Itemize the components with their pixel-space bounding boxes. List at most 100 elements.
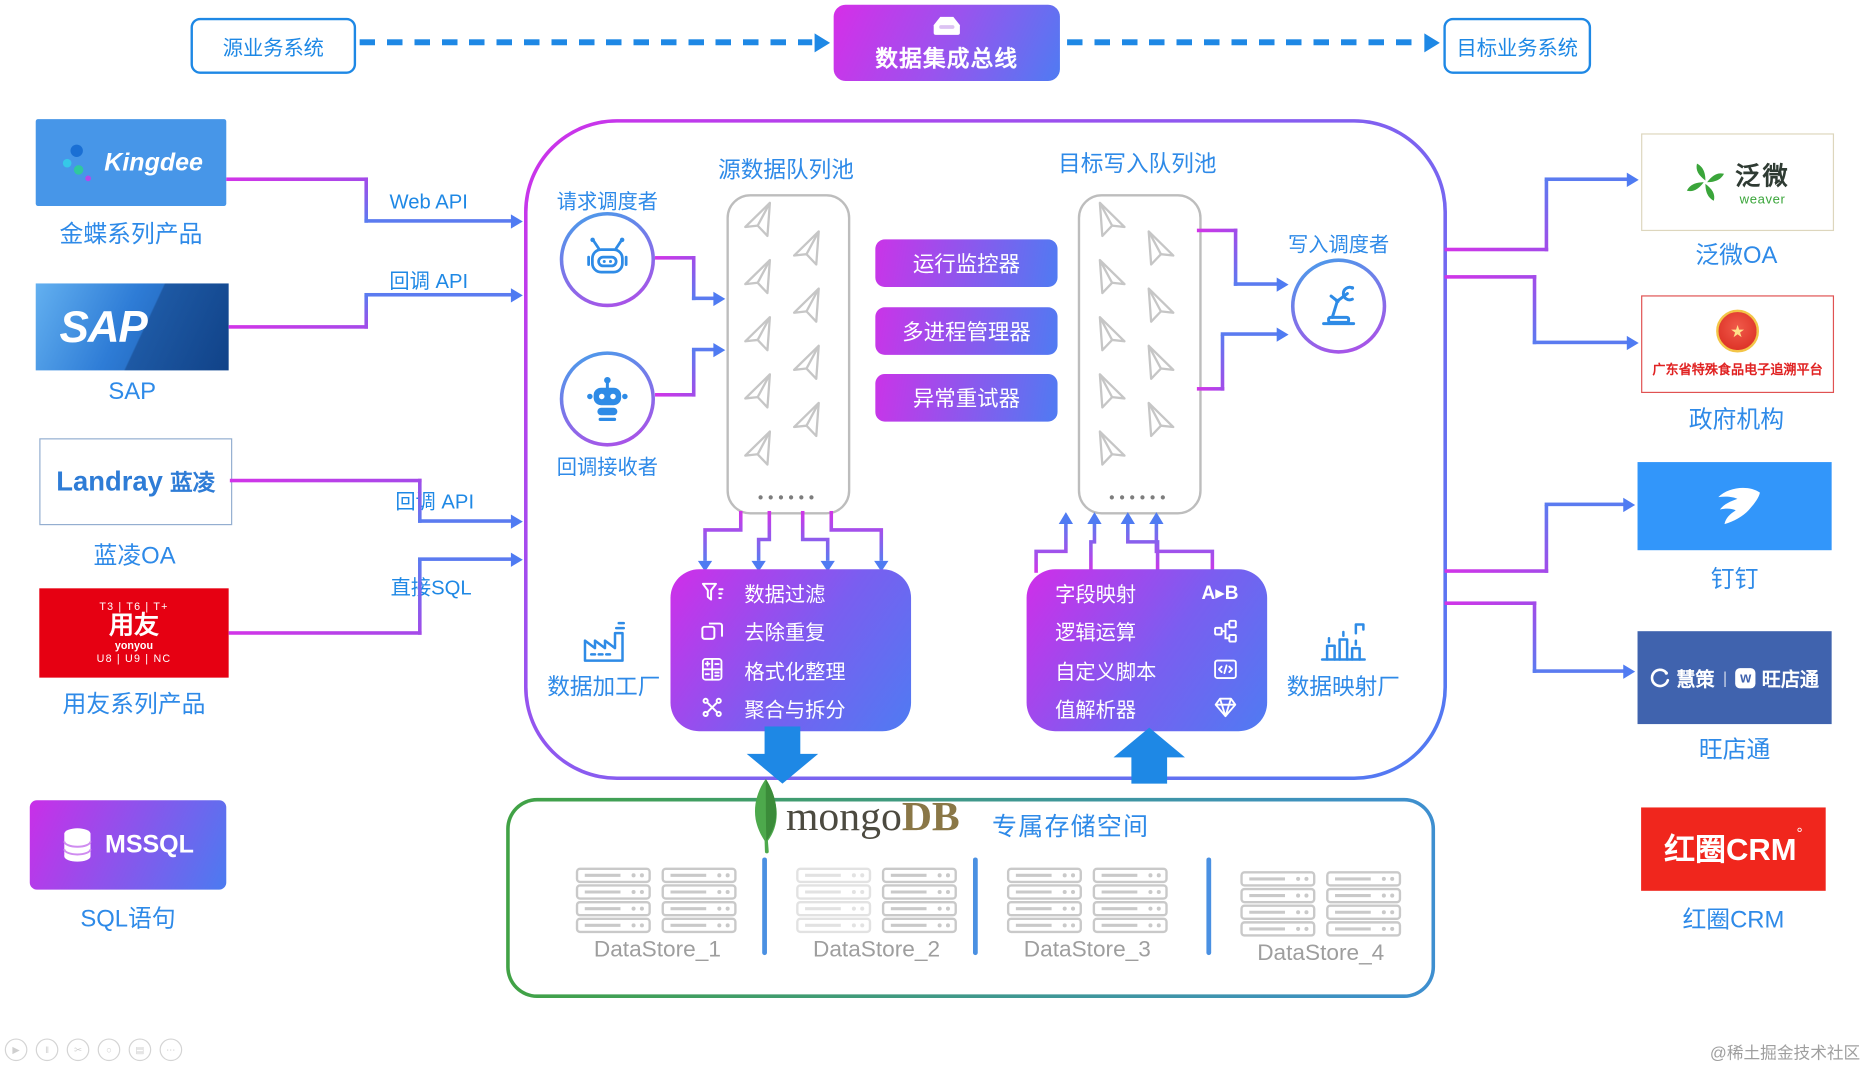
hongquan-logo-box: 红圈CRM ° bbox=[1641, 807, 1826, 891]
sap-arrowhead bbox=[510, 287, 523, 302]
integration-bus-label: 数据集成总线 bbox=[875, 47, 1019, 73]
paper-plane-icon bbox=[1098, 258, 1126, 295]
datastore-racks bbox=[575, 867, 737, 934]
national-emblem-icon: ★ bbox=[1716, 309, 1760, 353]
split-merge-icon bbox=[702, 698, 722, 718]
kingdee-arrowhead bbox=[510, 213, 523, 229]
gov-arrowhead bbox=[1626, 335, 1639, 350]
grid-icon[interactable]: ▤ bbox=[128, 1038, 152, 1062]
datastore-divider bbox=[972, 857, 978, 956]
yonyou-connector-b bbox=[418, 557, 513, 561]
mongodb-leaf-icon bbox=[754, 778, 777, 854]
mongodb-wordmark: mongoDB bbox=[786, 793, 960, 841]
paper-plane-icon bbox=[744, 316, 772, 352]
landray-arrowhead bbox=[510, 513, 523, 529]
mapping-factory-label: 数据映射厂 bbox=[1286, 675, 1400, 701]
player-toolbar: ▶ ‖ ✂ ○ ▤ ⋯ bbox=[4, 1038, 183, 1062]
landray-connector-b bbox=[418, 519, 513, 523]
source-fanout-connectors bbox=[697, 510, 889, 572]
ab-mapping-badge: A▸B bbox=[1201, 583, 1239, 604]
feature-row: 去除重复 bbox=[670, 616, 911, 646]
weaver-logo-cn: 泛微 bbox=[1735, 163, 1790, 191]
database-icon bbox=[63, 827, 92, 862]
feature-label: 格式化整理 bbox=[744, 660, 846, 684]
calculator-icon bbox=[701, 658, 723, 681]
feature-row: 聚合与拆分 bbox=[670, 693, 911, 723]
dashed-arrow-left bbox=[359, 39, 813, 46]
storage-title: 专属存储空间 bbox=[992, 813, 1150, 841]
kingdee-logo-box: Kingdee bbox=[35, 119, 227, 207]
server-rack-icon bbox=[661, 867, 737, 934]
feature-row: 格式化整理 bbox=[670, 654, 911, 684]
server-rack-icon bbox=[1326, 871, 1402, 937]
factory-icon bbox=[583, 621, 626, 662]
request-scheduler-label: 请求调度者 bbox=[556, 190, 658, 214]
paper-plane-icon bbox=[792, 344, 820, 380]
more-icon[interactable]: ⋯ bbox=[159, 1038, 183, 1062]
datastore-label: DataStore_2 bbox=[812, 937, 941, 963]
mapping-factory-icon bbox=[1320, 623, 1366, 661]
feature-label: 聚合与拆分 bbox=[744, 698, 846, 722]
mapping-feature-box: 字段映射 A▸B 逻辑运算 自定义脚本 值解析器 bbox=[1026, 569, 1268, 732]
tray-icon bbox=[933, 16, 960, 35]
monitor-pill: 运行监控器 bbox=[875, 239, 1058, 288]
wdt-logo-box: 慧策 | w 旺店通 bbox=[1637, 631, 1832, 725]
gov-connector-v bbox=[1532, 275, 1537, 345]
ws-connector1-b bbox=[1233, 282, 1280, 286]
write-scheduler-label: 写入调度者 bbox=[1287, 233, 1390, 257]
robot-arm-icon bbox=[1322, 285, 1356, 326]
feature-label: 逻辑运算 bbox=[1055, 622, 1137, 645]
yonyou-caption: 用友系列产品 bbox=[62, 691, 206, 719]
sap-caption: SAP bbox=[108, 378, 157, 405]
engine-container bbox=[524, 119, 1447, 781]
play-icon[interactable]: ▶ bbox=[4, 1038, 28, 1062]
dedupe-icon bbox=[701, 622, 723, 640]
brand-divider: | bbox=[1722, 668, 1728, 688]
paper-plane-icon bbox=[1098, 316, 1126, 352]
weaver-arrowhead bbox=[1626, 172, 1639, 187]
paper-plane-icon bbox=[1147, 401, 1175, 438]
source-system-label: 源业务系统 bbox=[222, 36, 324, 60]
server-rack-icon bbox=[881, 867, 957, 934]
datastore-label: DataStore_1 bbox=[593, 937, 721, 963]
api-label-web: Web API bbox=[389, 190, 468, 214]
paper-plane-icon bbox=[744, 430, 772, 466]
yonyou-products-bottom: U8 | U9 | NC bbox=[96, 652, 172, 665]
yonyou-arrowhead bbox=[510, 551, 523, 567]
weaver-connector-v bbox=[1544, 179, 1549, 252]
server-rack-icon bbox=[796, 867, 872, 934]
pause-icon[interactable]: ‖ bbox=[35, 1038, 59, 1062]
mongodb-wordmark-mongo: mongo bbox=[786, 793, 902, 840]
sap-diagonal-shade bbox=[93, 283, 229, 371]
process-manager-pill: 多进程管理器 bbox=[875, 307, 1058, 355]
dingtalk-wing-icon bbox=[1717, 487, 1760, 525]
mongodb-wordmark-db: DB bbox=[901, 793, 960, 840]
paper-plane-icon bbox=[1147, 230, 1175, 266]
ws-connector2-v bbox=[1220, 334, 1225, 391]
circle-icon[interactable]: ○ bbox=[97, 1038, 121, 1062]
req-arrowhead bbox=[713, 291, 726, 306]
wdt-connector-b bbox=[1532, 669, 1626, 673]
landray-caption: 蓝凌OA bbox=[93, 543, 176, 570]
retry-pill: 异常重试器 bbox=[875, 373, 1058, 422]
kingdee-dots-icon bbox=[62, 143, 91, 181]
yonyou-connector-h bbox=[228, 631, 422, 635]
sap-logo-text: SAP bbox=[59, 301, 148, 351]
filter-icon bbox=[701, 582, 724, 601]
source-queue-title: 源数据队列池 bbox=[718, 158, 854, 184]
paper-plane-icon bbox=[1098, 430, 1126, 466]
target-system-box: 目标业务系统 bbox=[1443, 17, 1592, 74]
ws-connector1-h bbox=[1196, 228, 1238, 233]
gov-logo-box: ★ 广东省特殊食品电子追溯平台 bbox=[1641, 295, 1835, 394]
paper-plane-icon bbox=[744, 258, 772, 295]
kingdee-connector-h bbox=[226, 177, 368, 182]
landray-connector-v bbox=[418, 478, 422, 523]
feature-label: 数据过滤 bbox=[744, 583, 826, 607]
scissors-icon[interactable]: ✂ bbox=[66, 1038, 90, 1062]
landray-connector-h bbox=[229, 478, 422, 483]
cb-connector-h bbox=[655, 393, 696, 397]
down-arrow-shaft bbox=[764, 726, 801, 756]
datastore-divider bbox=[1206, 857, 1212, 956]
ws-connector2-h bbox=[1196, 387, 1225, 391]
dashed-arrow-right bbox=[1067, 39, 1422, 46]
